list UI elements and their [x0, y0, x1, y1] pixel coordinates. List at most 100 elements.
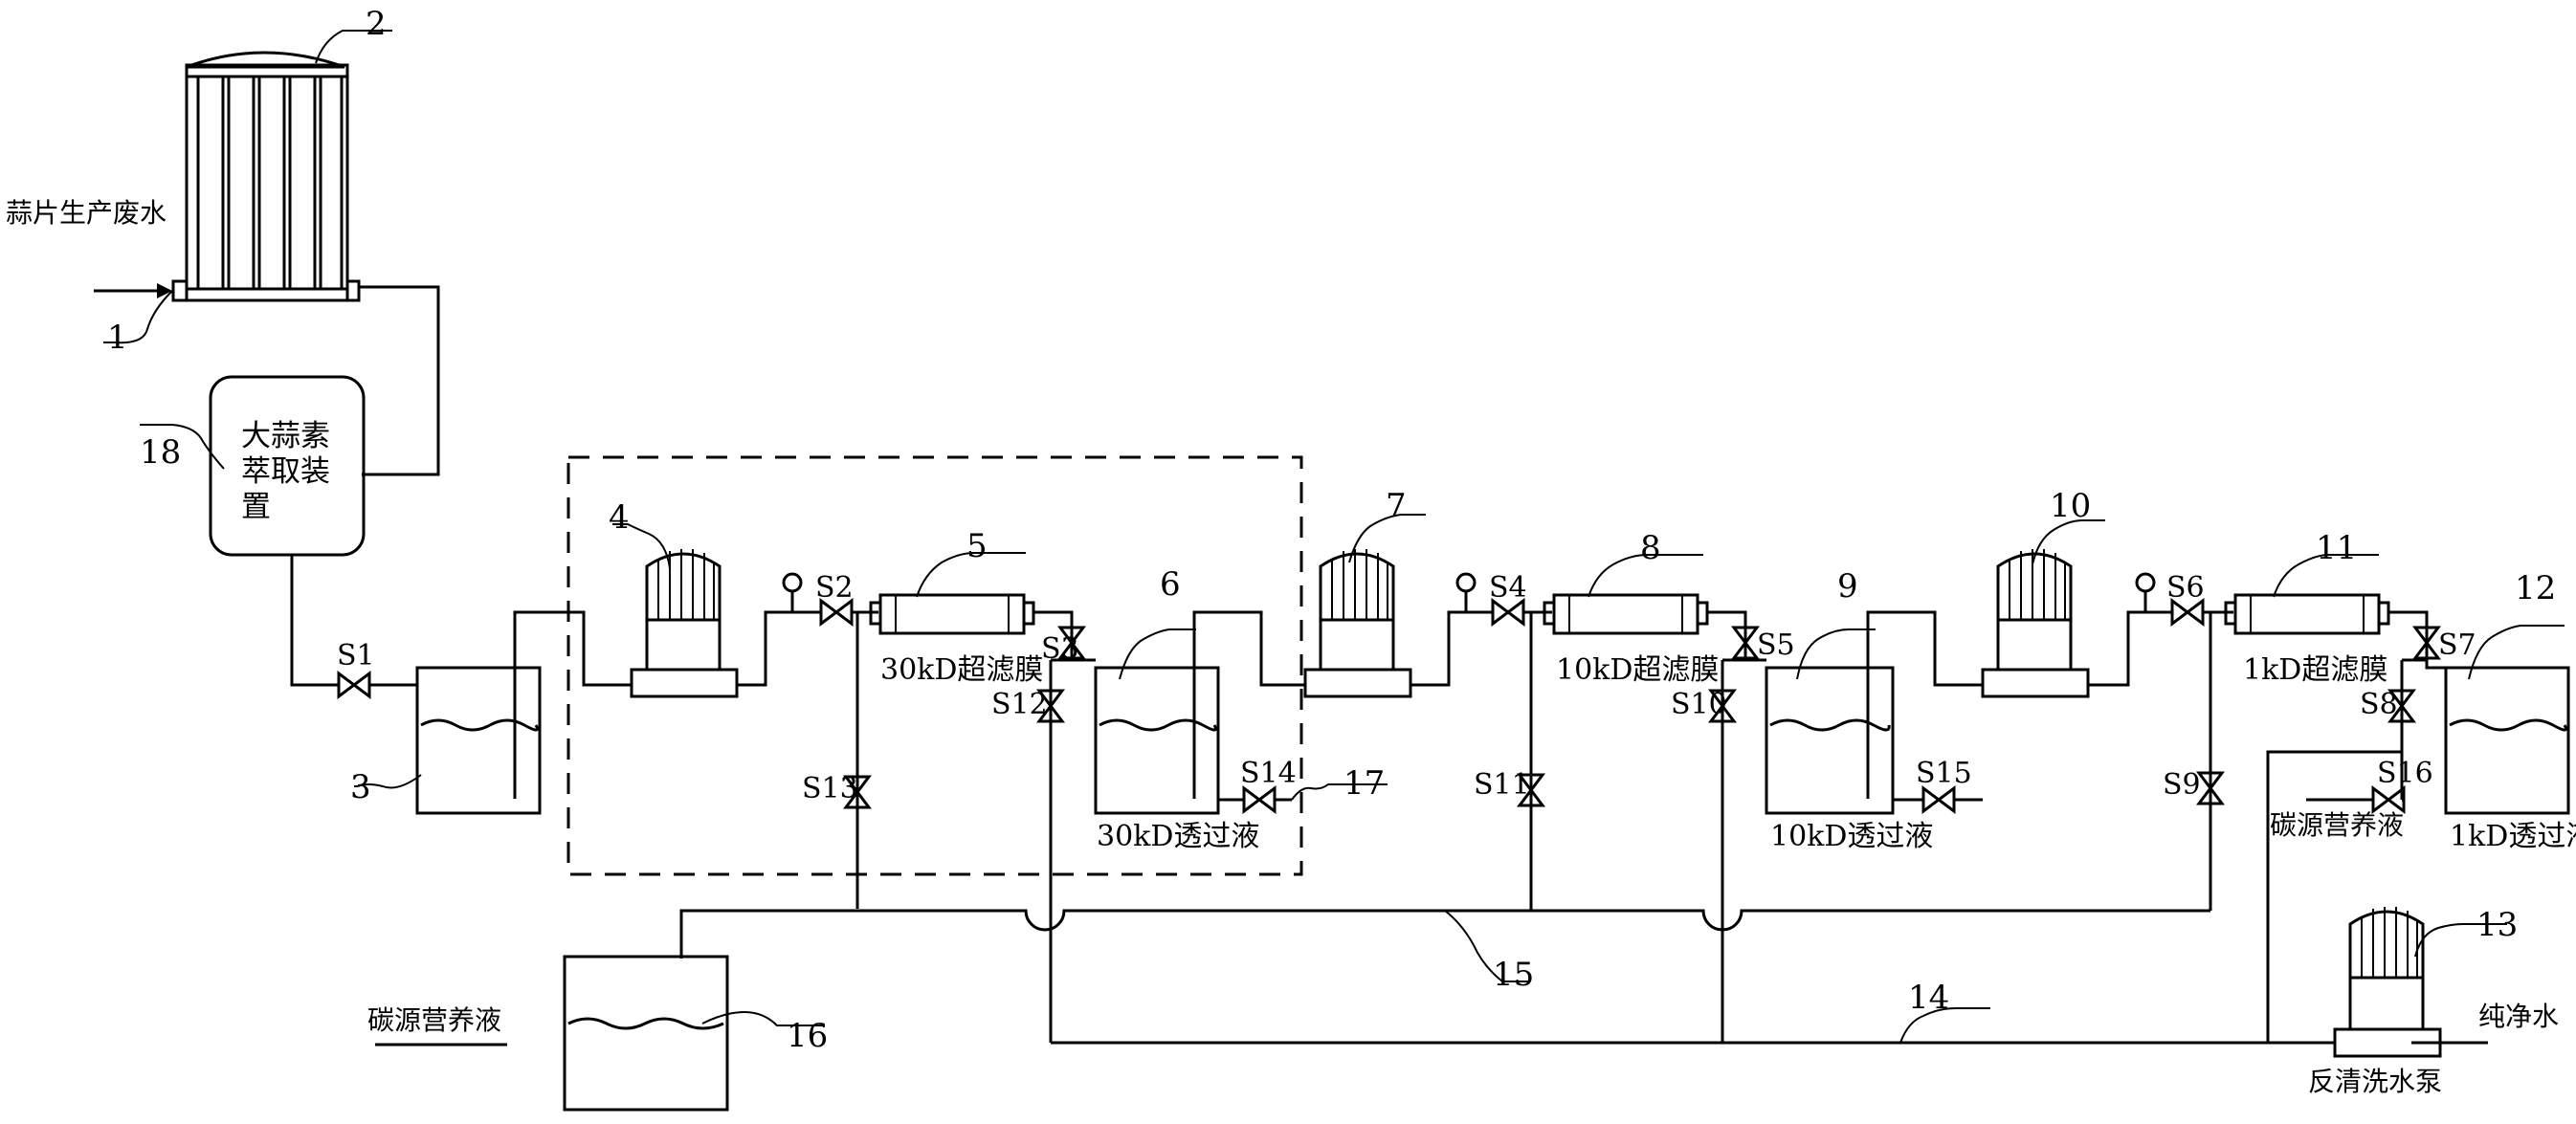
valve-s5[interactable]	[1731, 626, 1760, 660]
callout-14: 14	[1899, 979, 1990, 1044]
callout-5: 5	[916, 527, 1026, 598]
svg-text:10: 10	[2050, 487, 2091, 525]
tank12-water-level	[2449, 718, 2567, 732]
ultrafiltration-module-boundary	[566, 455, 1303, 876]
valve-label-s5: S5	[1757, 628, 1795, 662]
callout-15: 15	[1444, 910, 1534, 994]
pressure-gauge-2	[1455, 572, 1477, 612]
valve-s12[interactable]	[1036, 689, 1065, 723]
svg-text:15: 15	[1493, 956, 1534, 994]
svg-text:6: 6	[1160, 565, 1181, 604]
valve-label-s16: S16	[2377, 757, 2433, 790]
pipe-pump4-out	[737, 610, 821, 687]
valve-label-s13: S13	[802, 772, 858, 805]
svg-text:16: 16	[787, 1017, 828, 1055]
svg-text:9: 9	[1837, 567, 1858, 606]
carbon-source-right-label: 碳源营养液	[2270, 809, 2404, 841]
valve-s8[interactable]	[2387, 689, 2416, 723]
valve-label-s12: S12	[991, 688, 1048, 721]
callout-6: 6	[1119, 565, 1196, 680]
tank9-water-level	[1769, 718, 1891, 732]
callout-3: 3	[350, 768, 422, 806]
pipe-s8-to-backwash	[2266, 750, 2402, 1043]
pump-10[interactable]	[1981, 549, 2090, 698]
valve-s7[interactable]	[2412, 626, 2441, 660]
svg-text:13: 13	[2476, 906, 2518, 944]
valve-label-s15: S15	[1916, 757, 1972, 790]
perm10-label: 10kD透过液	[1770, 820, 1933, 853]
extractor-label-line1: 大蒜素	[241, 419, 330, 453]
backwash-pump-13[interactable]	[2333, 907, 2442, 1058]
valve-s9[interactable]	[2196, 771, 2225, 805]
extractor-label-line2: 萃取装	[241, 454, 330, 489]
valve-s15[interactable]	[1921, 785, 1956, 814]
callout-12: 12	[2468, 569, 2565, 680]
valve-label-s7: S7	[2438, 628, 2476, 662]
valve-s11[interactable]	[1517, 773, 1545, 807]
valve-s10[interactable]	[1708, 689, 1737, 723]
valve-s14[interactable]	[1242, 785, 1277, 814]
pipe-pump7-out	[1410, 610, 1493, 687]
valve-label-s2: S2	[815, 571, 854, 605]
tank16-liquid-level	[567, 1017, 724, 1030]
callout-8: 8	[1588, 529, 1703, 598]
valve-label-s6: S6	[2166, 571, 2205, 605]
callout-7: 7	[1348, 487, 1426, 563]
valve-label-s8: S8	[2360, 688, 2398, 721]
callout-4: 4	[609, 498, 671, 569]
pump-4[interactable]	[630, 549, 739, 698]
uf30-label: 30kD超滤膜	[880, 653, 1043, 687]
svg-text:18: 18	[140, 433, 181, 472]
uf10-label: 10kD超滤膜	[1556, 653, 1719, 687]
svg-text:5: 5	[966, 527, 988, 565]
tank6-water-level	[1099, 718, 1217, 732]
svg-text:2: 2	[366, 5, 387, 43]
valve-s1[interactable]	[337, 671, 371, 699]
callout-9: 9	[1796, 567, 1876, 680]
pipe-tank6-to-pump7	[1192, 610, 1305, 799]
callout-18: 18	[140, 424, 225, 472]
valve-label-s1: S1	[337, 639, 375, 672]
valve-label-s4: S4	[1489, 571, 1527, 605]
callout-17: 17	[1291, 764, 1388, 803]
uf-membrane-10kd	[1543, 593, 1709, 635]
valve-s16[interactable]	[2371, 785, 2406, 814]
callout-16: 16	[701, 1010, 828, 1055]
carbon-source-header-line-15	[679, 909, 2210, 959]
svg-text:1: 1	[107, 319, 128, 357]
uf-membrane-1kd	[2224, 593, 2390, 635]
callout-10: 10	[2032, 487, 2105, 565]
valve-label-s11: S11	[1474, 768, 1530, 802]
svg-text:14: 14	[1908, 979, 1949, 1017]
perm30-label: 30kD透过液	[1097, 820, 1259, 853]
valve-label-s10: S10	[1671, 688, 1727, 721]
allicin-extraction-device	[209, 375, 366, 557]
valve-label-s14: S14	[1240, 757, 1297, 790]
pipe-extractor-to-tank3	[290, 555, 339, 687]
pump-7[interactable]	[1303, 549, 1412, 698]
uf1-label: 1kD超滤膜	[2243, 653, 2387, 687]
svg-text:3: 3	[350, 768, 371, 806]
callout-1: 1	[103, 290, 173, 357]
pipe-tank3-to-pump4	[513, 610, 632, 799]
uf-membrane-30kd	[869, 593, 1035, 635]
svg-text:12: 12	[2515, 569, 2556, 607]
pressure-gauge-1	[782, 572, 803, 612]
backwash-pump-label: 反清洗水泵	[2308, 1066, 2442, 1097]
svg-text:7: 7	[1386, 487, 1407, 525]
carbon-source-tank-16	[563, 955, 729, 1112]
valve-s3[interactable]	[1057, 626, 1086, 660]
callout-2: 2	[315, 5, 392, 64]
pure-water-label: 纯净水	[2478, 1001, 2559, 1032]
waste-water-label: 蒜片生产废水	[6, 197, 167, 229]
permeate-tank-30kd	[1094, 666, 1220, 815]
pipe-pump10-out	[2088, 610, 2172, 687]
pipe-uf1-to-tank12	[2388, 610, 2446, 670]
svg-text:8: 8	[1640, 529, 1661, 567]
perm1-label: 1kD透过液	[2450, 820, 2576, 853]
valve-s13[interactable]	[843, 775, 872, 809]
permeate-tank-1kd	[2444, 666, 2570, 815]
carbon-source-left-label: 碳源营养液	[367, 1004, 501, 1036]
